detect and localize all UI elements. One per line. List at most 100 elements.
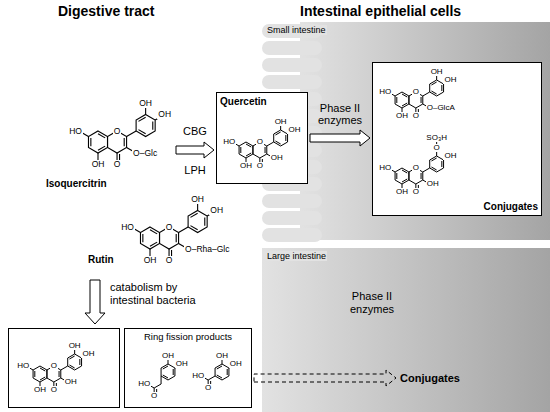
atom-label: O [412,88,420,96]
bond [154,384,161,388]
bond [138,130,145,134]
ring-bond [430,156,444,172]
bond [138,117,145,121]
bond [40,368,45,371]
bond [163,375,168,378]
atom-label: OH [443,76,457,84]
compound-box: HOOHOOOHOHOH [8,328,120,408]
box-fill [8,328,120,408]
atom-label: O [113,127,122,136]
bond [98,134,105,138]
enzyme-label: LPH [184,164,205,177]
flow-arrow [310,130,370,146]
bond [173,369,174,375]
bond [40,377,45,380]
atom-label: HO [378,164,392,172]
ring-bond [188,211,207,233]
bond [150,242,157,246]
bond [441,85,442,91]
ring-bond [395,168,409,184]
bond [402,179,407,182]
villus [262,211,322,225]
atom-label: HO [120,223,135,232]
atom-label: O [165,256,174,265]
bond [152,121,153,129]
bond [163,366,168,369]
bond [431,82,436,85]
bond [431,91,436,94]
conversion-arrow [176,142,214,158]
atom-label: OH [229,360,243,368]
conjugation-arrow [254,370,396,386]
atom-label: OH [287,126,301,134]
bond [246,144,251,147]
atom-label: OH [138,99,153,108]
region-label: Small intestine [266,25,327,35]
atom-label: O [113,160,122,169]
atom-label: O [204,384,212,392]
column-heading: Intestinal epithelial cells [300,3,461,19]
atom-label: OH [190,195,205,204]
products-box: Ring fission productsHOOOHOHHOOOHOH [124,328,252,408]
bond [61,366,68,370]
compound-box: QuercetinHOOHOOOHOHOH [216,92,308,184]
atom-label: O–Rha–Glc [184,245,230,254]
atom-label: OH [91,160,106,169]
bond [275,132,280,135]
bond [217,366,222,369]
bond [150,230,157,234]
bond [204,217,205,225]
bond [402,94,407,97]
bond [265,147,266,153]
ring-bond [215,364,229,380]
bond [59,371,60,377]
ring-bond [239,142,253,158]
bond [190,213,197,217]
ring-bond [68,354,82,370]
bond [34,371,35,377]
small-intestine-tissue [300,22,550,240]
atom-label: HO [68,127,83,136]
bond [69,356,74,359]
bond [161,376,162,384]
ring-bond [88,131,107,153]
box-fill [124,328,252,408]
small-intestine-band: ConjugatesHOOHOOO–GlcAOHOHHOOHOOOHOOHSO₃… [262,22,550,240]
atom-label: SO₃H [425,134,448,142]
bond [98,146,105,150]
villus [262,228,322,242]
atom-label: OH [64,378,78,386]
atom-label: O [256,138,264,146]
villus [262,58,322,72]
atom-label: OH [215,352,229,360]
atom-label: OH [209,206,224,215]
bond [208,376,215,380]
atom-label: OH [33,386,47,394]
bond [441,161,442,167]
bond [423,168,430,172]
atom-label: O [412,112,420,120]
conjugates-box: ConjugatesHOOHOOO–GlcAOHOHHOOHOOOHOOHSO₃… [372,62,542,216]
atom-label: O–Glc [132,149,158,158]
process-label: catabolism by intestinal bacteria [110,281,210,306]
villus [262,41,322,55]
atom-label: OH [81,350,95,358]
column-heading: Digestive tract [58,3,154,19]
atom-label: HO [191,372,205,380]
bond [179,227,189,233]
bond [142,234,143,242]
ring-bond [395,92,409,108]
atom-label: OH [443,152,457,160]
atom-label: OH [239,162,253,170]
bond [275,141,280,144]
atom-label: HO [378,88,392,96]
atom-label: O [150,392,158,400]
atom-label: OH [161,352,175,360]
bond [127,131,137,137]
atom-label: OH [157,110,172,119]
ring-bond [161,364,175,380]
bond [176,234,177,242]
compound-name: Isoquercitrin [46,178,107,190]
atom-label: OH [274,118,288,126]
atom-label: OH [430,68,444,76]
